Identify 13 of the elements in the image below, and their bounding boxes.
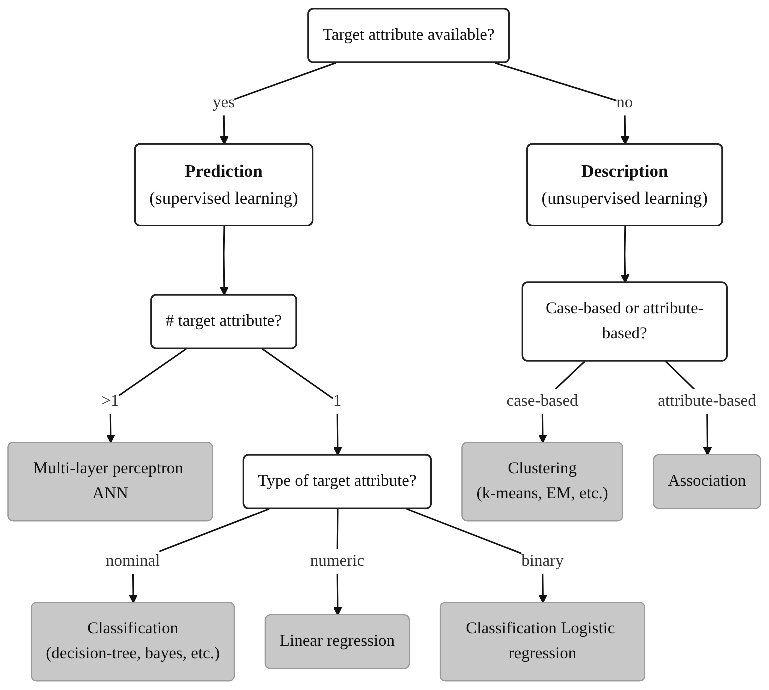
edge-label: >1: [102, 392, 120, 410]
arrow: [262, 348, 342, 456]
edge-label: attribute-based: [658, 392, 756, 410]
edge-label: numeric: [310, 552, 365, 570]
edge-label: 1: [333, 392, 342, 410]
edge-label: binary: [522, 552, 564, 570]
arrow: [220, 226, 229, 296]
arrow: [620, 226, 630, 284]
edge-label: nominal: [106, 552, 160, 570]
edge-label: case-based: [506, 392, 578, 410]
edge-label: no: [616, 94, 634, 112]
arrow: [494, 62, 630, 146]
edge-label: yes: [212, 94, 235, 112]
